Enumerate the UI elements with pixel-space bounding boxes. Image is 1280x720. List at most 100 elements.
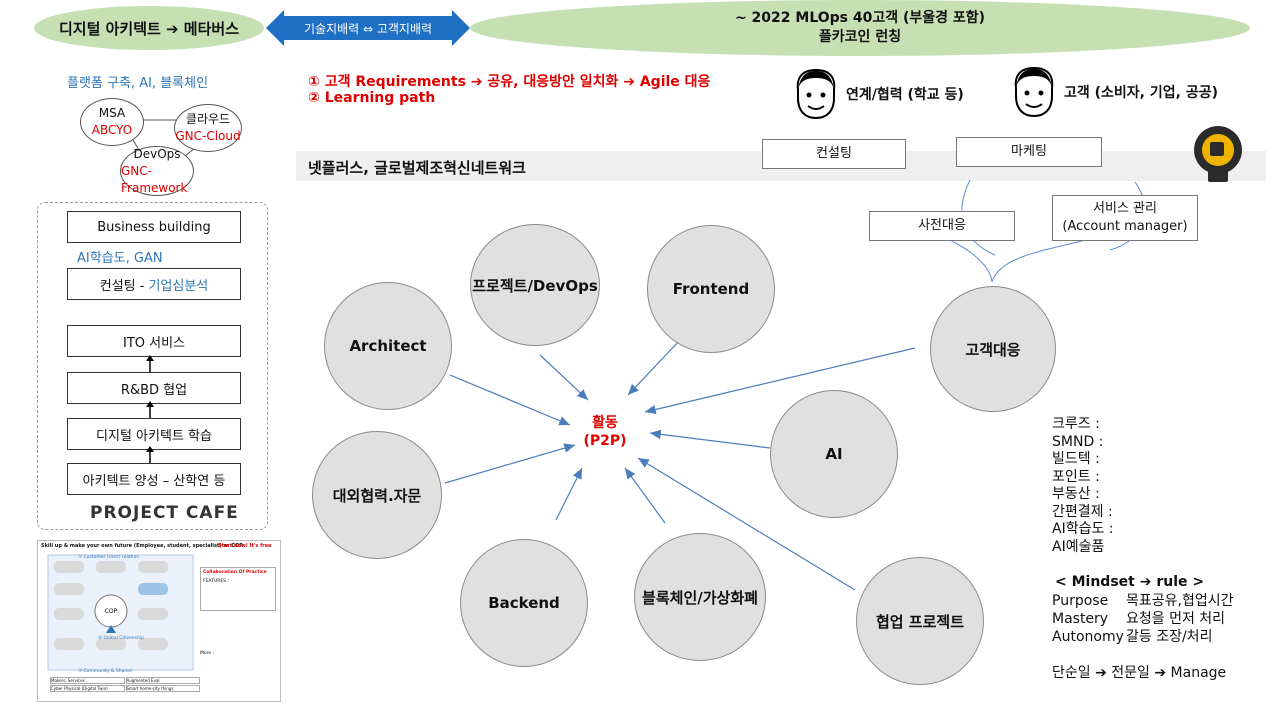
customer-response-label: 고객대응: [965, 340, 1021, 359]
msa-label: MSA: [98, 106, 126, 120]
center-line2: (P2P): [583, 433, 627, 449]
thumb-title: Skill up & make your own future (Employe…: [41, 543, 243, 549]
platform-label: 플랫폼 구축, AI, 블록체인: [67, 76, 209, 91]
service-management-line1: 서비스 관리: [1093, 201, 1157, 216]
thumb-customer: ① Customer (User) relation: [78, 555, 140, 560]
customer-face-icon: [1014, 66, 1054, 118]
thumb-items: Makers, Services Augmented Eval Cyber Ph…: [50, 677, 200, 692]
business-building-box: Business building: [67, 211, 241, 243]
devops-sub-label: GNC-Framework: [121, 163, 188, 195]
msa-ellipse: MSA ABCYO: [80, 98, 144, 146]
business-building-label: Business building: [97, 219, 211, 235]
collab-project-circle: 협업 프로젝트: [856, 557, 984, 685]
header-right-line1: ~ 2022 MLOps 40고객 (부울경 포함): [734, 10, 986, 26]
network-bar-label: 넷플러스, 글로벌제조혁신네트워크: [308, 159, 526, 177]
cop-thumbnail: Skill up & make your own future (Employe…: [37, 540, 281, 702]
frontend-circle: Frontend: [647, 225, 775, 353]
header-left-ellipse: 디지털 아키텍트 ➔ 메타버스: [34, 6, 264, 50]
thumb-item: Smart home-city things: [125, 685, 200, 692]
mindset-value: 요청을 먼저 처리: [1126, 611, 1226, 627]
mindset-key: Mastery: [1052, 611, 1109, 627]
mindset-key: Autonomy: [1052, 629, 1124, 645]
thumb-diagram: COP: [47, 554, 194, 671]
service-management-line2: (Account manager): [1062, 219, 1188, 234]
list-item: AI학습도 :: [1052, 521, 1114, 537]
customer-label: 고객 (소비자, 기업, 공공): [1064, 85, 1218, 101]
project-cafe-logo-text: PROJECT CAFE: [90, 503, 239, 523]
consulting-suffix: 기업심분석: [148, 278, 209, 294]
thumb-item: Augmented Eval: [125, 677, 200, 684]
list-item: 포인트 :: [1052, 468, 1100, 485]
architect-circle: Architect: [324, 282, 452, 410]
blockchain-label: 블록체인/가상화폐: [642, 588, 758, 607]
list-item: 부동산 :: [1052, 486, 1100, 502]
thumb-collab: Collaboration Of Practice: [203, 570, 267, 575]
header-right-line2: 플카코인 런칭: [818, 29, 902, 45]
cloud-sub-label: GNC-Cloud: [175, 129, 241, 143]
mindset-key: Purpose: [1052, 593, 1109, 609]
requirement-line-1: ① 고객 Requirements ➔ 공유, 대응방안 일치화 ➔ Agile…: [308, 74, 711, 90]
header-arrow-label: 기술지배력 ⇔ 고객지배력: [303, 21, 433, 36]
header-right-ellipse: ~ 2022 MLOps 40고객 (부울경 포함) 플카코인 런칭: [470, 0, 1250, 56]
backend-circle: Backend: [460, 539, 588, 667]
ai-label: AI: [825, 445, 843, 463]
thumb-item: Makers, Services: [50, 677, 125, 684]
frontend-label: Frontend: [672, 280, 750, 298]
external-collab-label: 대외협력.자문: [332, 486, 422, 505]
blockchain-circle: 블록체인/가상화폐: [634, 533, 766, 661]
center-activity: 활동 (P2P): [575, 414, 635, 450]
header-left-title: 디지털 아키텍트 ➔ 메타버스: [58, 19, 240, 38]
mindset-title: < Mindset ➔ rule >: [1055, 574, 1205, 590]
stack-arrows: [146, 355, 154, 463]
consulting-rect: 컨설팅: [762, 139, 906, 169]
partner-label: 연계/협력 (학교 등): [846, 87, 964, 103]
mindset-row: Autonomy 갈등 조장/처리: [1052, 628, 1234, 646]
rbd-label: R&BD 협업: [120, 382, 188, 398]
project-devops-circle: 프로젝트/DevOps: [470, 224, 600, 346]
consulting-box: 컨설팅 - 기업심분석: [67, 268, 241, 300]
devops-label: DevOps: [133, 146, 181, 161]
mindset-row: Mastery 요청을 먼저 처리: [1052, 610, 1234, 628]
side-list: 크루즈 : SMND : 빌드텍 : 포인트 : 부동산 : 간편결제 : AI…: [1052, 416, 1114, 556]
service-management-rect: 서비스 관리 (Account manager): [1052, 195, 1198, 241]
backend-label: Backend: [488, 594, 560, 612]
thumb-center: COP: [105, 608, 118, 615]
cloud-ellipse: 클라우드 GNC-Cloud: [174, 104, 242, 152]
pre-response-rect: 사전대응: [869, 211, 1015, 241]
double-arrow-shape: [266, 10, 470, 46]
thumb-item: Cyber Physical (Digital Twin): [50, 685, 125, 692]
ito-service-box: ITO 서비스: [67, 325, 241, 357]
collab-project-label: 협업 프로젝트: [875, 612, 965, 631]
list-item: SMND :: [1052, 433, 1104, 450]
rbd-box: R&BD 협업: [67, 372, 241, 404]
mindset-rows: Purpose 목표공유,협업시간 Mastery 요청을 먼저 처리 Auto…: [1052, 592, 1234, 646]
thumb-community: ③ Community & Shared: [78, 669, 132, 674]
requirement-line-2: ② Learning path: [308, 90, 436, 106]
service-stack-panel: [37, 202, 268, 530]
customer-response-circle: 고객대응: [930, 286, 1056, 412]
list-item: 크루즈 :: [1052, 416, 1100, 432]
ai-circle: AI: [770, 390, 898, 518]
msa-sub-label: ABCYO: [91, 123, 133, 137]
mindset-value: 목표공유,협업시간: [1126, 593, 1234, 609]
ai-learning-label: AI학습도, GAN: [77, 251, 163, 266]
project-devops-label: 프로젝트/DevOps: [472, 276, 598, 295]
marketing-rect-label: 마케팅: [1011, 144, 1047, 159]
partner-face-icon: [796, 68, 836, 120]
marketing-rect: 마케팅: [956, 137, 1102, 167]
cloud-label: 클라우드: [185, 112, 231, 126]
list-item: 빌드텍 :: [1052, 451, 1100, 467]
devops-ellipse: DevOps GNC-Framework: [120, 146, 194, 196]
mindset-row: Purpose 목표공유,협업시간: [1052, 592, 1234, 610]
mindset-footer: 단순일 ➔ 전문일 ➔ Manage: [1052, 665, 1227, 681]
architect-label: Architect: [349, 337, 427, 355]
thumb-global: ② Global Citizenship: [98, 636, 144, 641]
thumb-more: More :: [200, 651, 215, 656]
ito-service-label: ITO 서비스: [122, 335, 186, 351]
pre-response-label: 사전대응: [918, 218, 966, 233]
thumb-features: FEATURES :: [203, 579, 229, 584]
architect-training-label: 아키텍트 양성 – 산학연 등: [82, 473, 226, 489]
project-cafe-lamp-icon: [1194, 126, 1242, 182]
center-line1: 활동: [592, 415, 618, 431]
